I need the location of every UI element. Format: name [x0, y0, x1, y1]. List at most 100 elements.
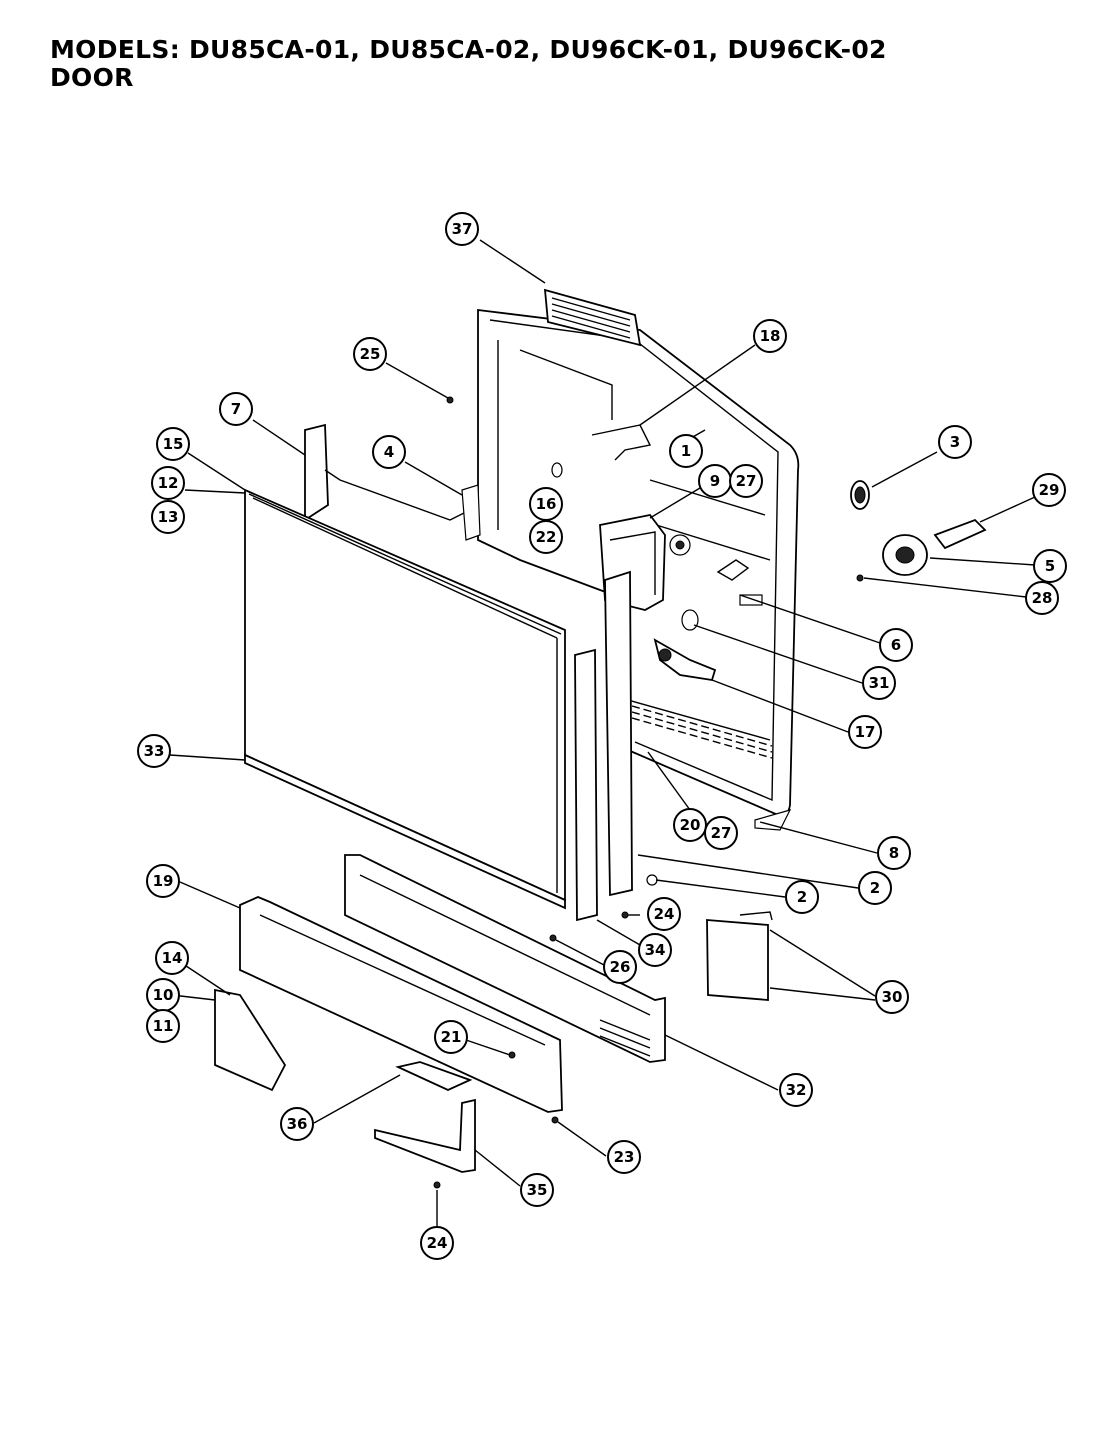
- callout-c34: 34: [638, 933, 672, 967]
- callout-c32: 32: [779, 1073, 813, 1107]
- callout-label: 22: [536, 528, 557, 546]
- callout-c14: 14: [155, 941, 189, 975]
- callout-label: 5: [1045, 557, 1055, 575]
- callout-c31: 31: [862, 666, 896, 700]
- callout-c25: 25: [353, 337, 387, 371]
- callout-label: 3: [950, 433, 960, 451]
- callout-c28: 28: [1025, 581, 1059, 615]
- callout-c27a: 27: [729, 464, 763, 498]
- callout-c15: 15: [156, 427, 190, 461]
- callout-label: 18: [760, 327, 781, 345]
- screw: [551, 1116, 559, 1124]
- callout-c9: 9: [698, 464, 732, 498]
- callout-c22: 22: [529, 520, 563, 554]
- callout-label: 30: [882, 988, 903, 1006]
- callout-label: 31: [869, 674, 890, 692]
- screw: [433, 1181, 441, 1189]
- callout-label: 35: [527, 1181, 548, 1199]
- callout-label: 20: [680, 816, 701, 834]
- callout-c2a: 2: [785, 880, 819, 914]
- callout-label: 13: [158, 508, 179, 526]
- callout-label: 1: [681, 442, 691, 460]
- callout-label: 27: [711, 824, 732, 842]
- callout-label: 25: [360, 345, 381, 363]
- access-panel: [344, 854, 666, 1063]
- callout-c12: 12: [151, 466, 185, 500]
- callout-c21: 21: [434, 1020, 468, 1054]
- callout-label: 7: [231, 400, 241, 418]
- washer: [646, 874, 658, 886]
- callout-c30: 30: [875, 980, 909, 1014]
- insulation-plate: [706, 911, 773, 1001]
- callout-label: 28: [1032, 589, 1053, 607]
- screw: [856, 574, 864, 582]
- callout-label: 8: [889, 844, 899, 862]
- callout-label: 11: [153, 1017, 174, 1035]
- screw: [621, 911, 629, 919]
- callout-label: 34: [645, 941, 666, 959]
- section-label: DOOR: [50, 63, 134, 92]
- callout-c37: 37: [445, 212, 479, 246]
- callout-c20: 20: [673, 808, 707, 842]
- control-dial: [882, 534, 928, 576]
- callout-c19: 19: [146, 864, 180, 898]
- callout-c10: 10: [146, 978, 180, 1012]
- kick-panel: [239, 896, 563, 1113]
- callout-c29: 29: [1032, 473, 1066, 507]
- rinse-cap: [716, 559, 750, 581]
- callout-label: 9: [710, 472, 720, 490]
- callout-c2b: 2: [858, 871, 892, 905]
- callout-label: 29: [1039, 481, 1060, 499]
- callout-c3: 3: [938, 425, 972, 459]
- diagram-title: MODELS: DU85CA-01, DU85CA-02, DU96CK-01,…: [50, 36, 887, 92]
- callout-label: 14: [162, 949, 183, 967]
- o-ring: [681, 609, 699, 631]
- callout-label: 32: [786, 1081, 807, 1099]
- callout-label: 21: [441, 1028, 462, 1046]
- side-trim-strip: [574, 648, 598, 922]
- callout-c11: 11: [146, 1009, 180, 1043]
- callout-label: 2: [870, 879, 880, 897]
- callout-label: 37: [452, 220, 473, 238]
- callout-c36: 36: [280, 1107, 314, 1141]
- callout-c26: 26: [603, 950, 637, 984]
- callout-label: 10: [153, 986, 174, 1004]
- parts-drawing: [214, 288, 987, 1189]
- vertical-bracket: [604, 570, 633, 897]
- callout-label: 6: [891, 636, 901, 654]
- bottom-trim: [244, 753, 566, 910]
- callout-c17: 17: [848, 715, 882, 749]
- callout-label: 26: [610, 958, 631, 976]
- latch-bracket: [591, 424, 652, 461]
- hinge-bracket-left: [304, 423, 329, 522]
- models-line: MODELS: DU85CA-01, DU85CA-02, DU96CK-01,…: [50, 35, 887, 64]
- bottom-seal: [754, 809, 792, 831]
- insulation-piece: [214, 988, 287, 1092]
- callout-c1: 1: [669, 434, 703, 468]
- callout-c16: 16: [529, 487, 563, 521]
- callout-c18: 18: [753, 319, 787, 353]
- selector-knob: [850, 480, 870, 510]
- callout-c33: 33: [137, 734, 171, 768]
- callout-c7: 7: [219, 392, 253, 426]
- support-bracket: [374, 1098, 476, 1173]
- callout-c24b: 24: [420, 1226, 454, 1260]
- callout-c8: 8: [877, 836, 911, 870]
- mounting-plate: [395, 1061, 473, 1091]
- screw: [549, 934, 557, 942]
- callout-c27b: 27: [704, 816, 738, 850]
- vent-grille: [543, 288, 642, 347]
- callout-label: 33: [144, 742, 165, 760]
- callout-label: 4: [384, 443, 394, 461]
- callout-label: 19: [153, 872, 174, 890]
- outer-door-panel: [244, 488, 566, 902]
- callout-label: 24: [427, 1234, 448, 1252]
- callout-label: 15: [163, 435, 184, 453]
- callout-label: 27: [736, 472, 757, 490]
- callout-c4: 4: [372, 435, 406, 469]
- callout-c6: 6: [879, 628, 913, 662]
- callout-label: 23: [614, 1148, 635, 1166]
- latch-pin: [551, 462, 563, 478]
- callout-label: 12: [158, 474, 179, 492]
